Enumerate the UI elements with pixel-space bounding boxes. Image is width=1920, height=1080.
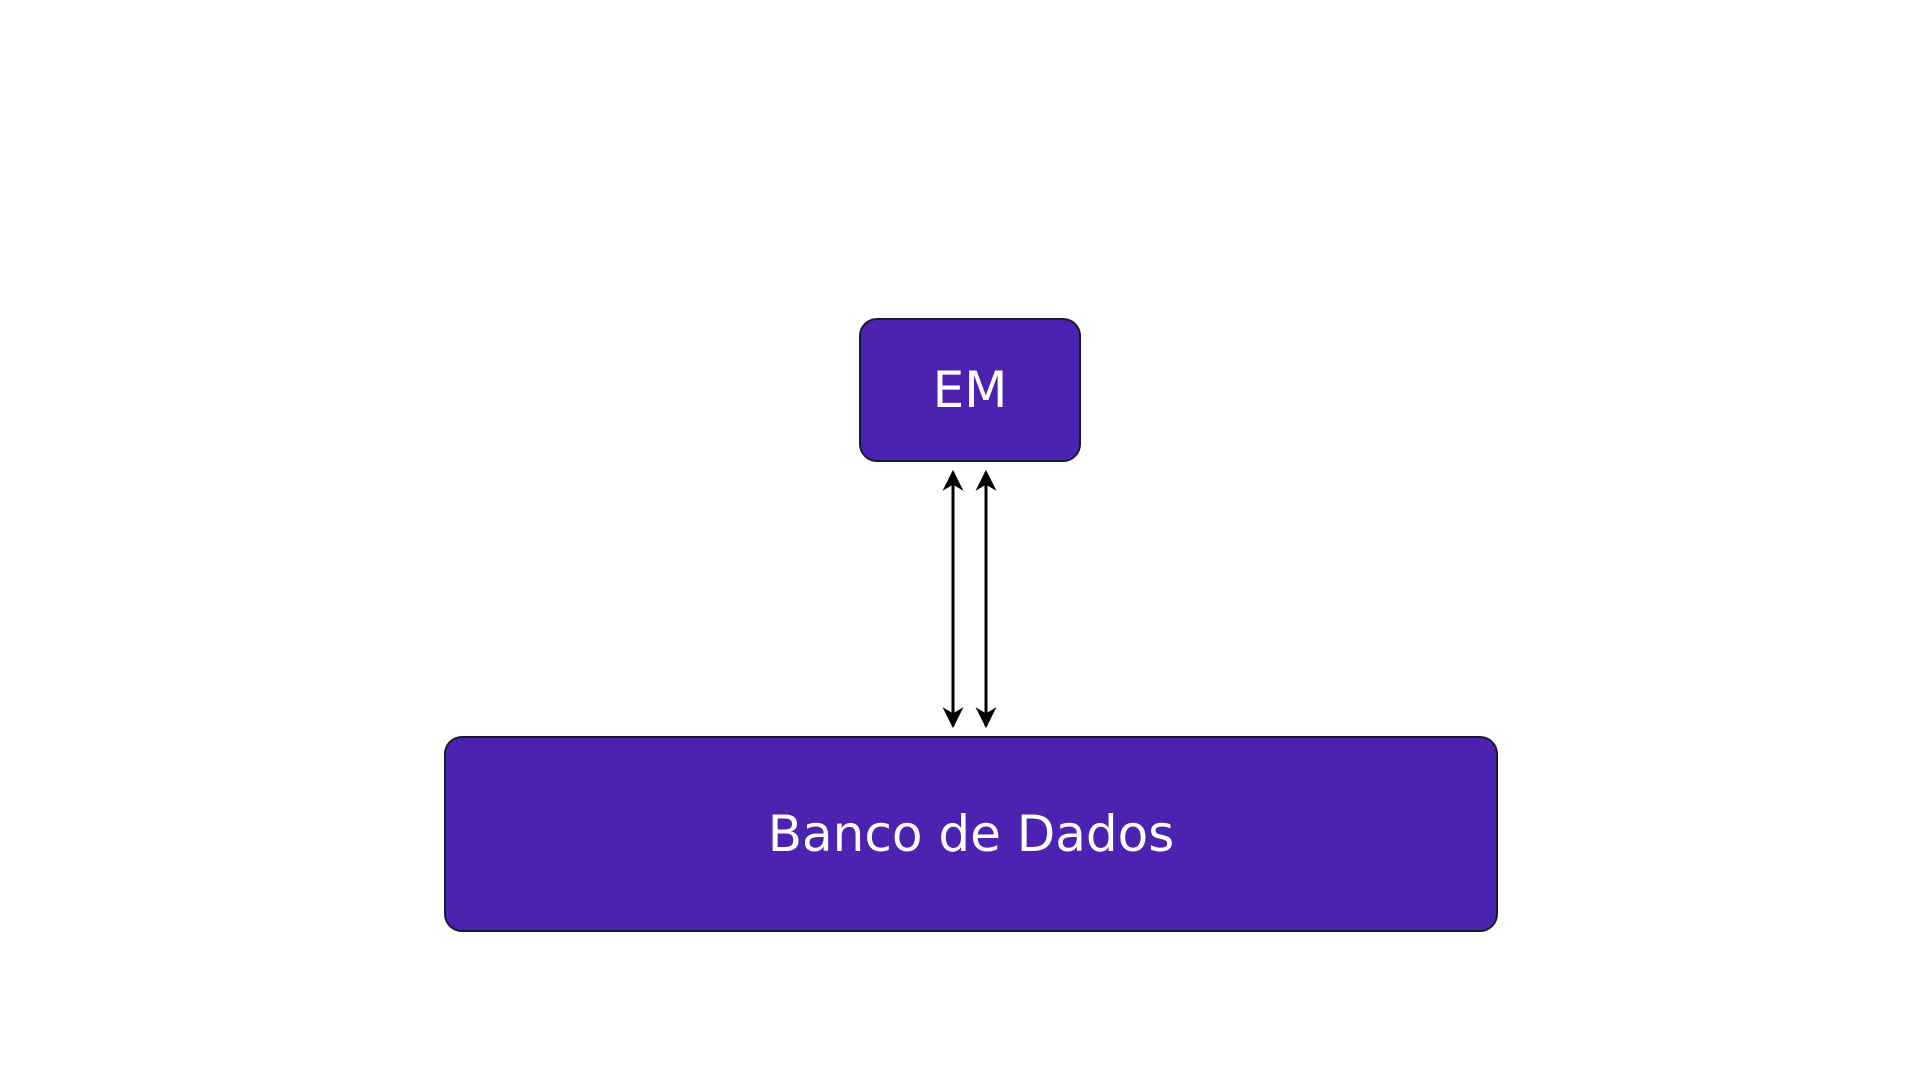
em-node[interactable]: EM bbox=[859, 318, 1081, 462]
em-node-label: EM bbox=[932, 361, 1008, 419]
database-node-label: Banco de Dados bbox=[767, 805, 1175, 863]
database-node[interactable]: Banco de Dados bbox=[444, 736, 1498, 932]
